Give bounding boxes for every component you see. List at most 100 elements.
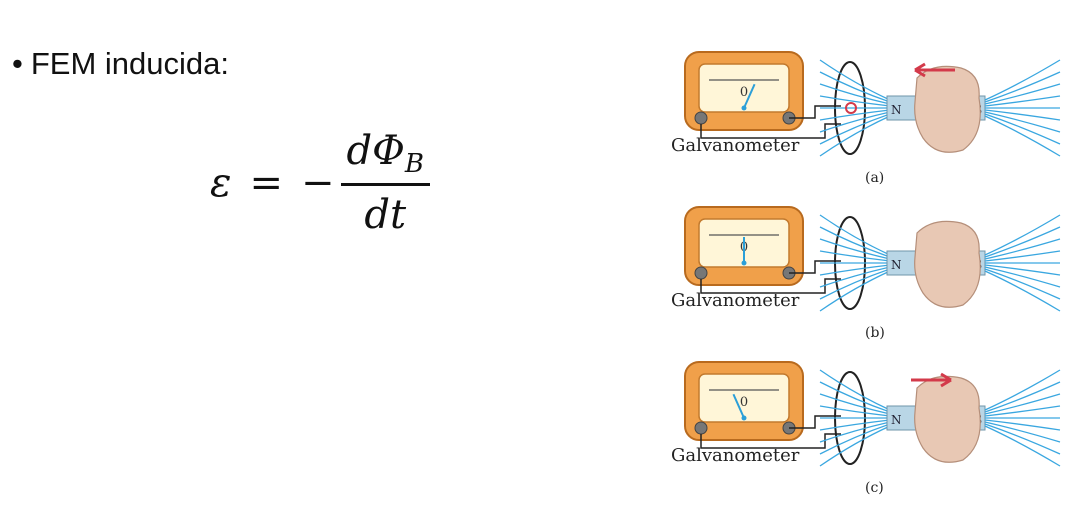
terminal-left [694, 421, 708, 435]
needle-pivot [741, 105, 747, 111]
bullet-text: FEM inducida: [30, 46, 229, 81]
field-line [819, 214, 891, 256]
field-line [984, 111, 1061, 133]
field-line [819, 270, 891, 312]
panel-caption: (c) [865, 480, 884, 496]
field-line [984, 270, 1061, 312]
field-line [984, 71, 1061, 103]
field-line [984, 266, 1061, 288]
field-line [819, 268, 891, 300]
field-line [984, 250, 1061, 262]
magnet-north-label: N [891, 413, 902, 427]
circuit-wire [789, 415, 841, 429]
field-line [819, 419, 891, 431]
circuit-wire [789, 260, 841, 274]
field-line [819, 226, 891, 258]
hand [914, 375, 981, 463]
field-line [984, 226, 1061, 258]
circuit-wire [789, 105, 841, 119]
field-line [819, 421, 891, 443]
formula-emf-symbol: ε [210, 160, 232, 206]
circuit-wire [700, 433, 841, 449]
figure-panel-c: 0NS Galvanometer (c) [665, 348, 1075, 503]
dial-zero-label: 0 [740, 395, 748, 410]
motion-arrow-right [911, 372, 952, 388]
field-line [984, 214, 1061, 256]
field-line [984, 59, 1061, 101]
field-line [984, 109, 1061, 121]
field-line [819, 425, 891, 467]
formula-minus: − [300, 160, 335, 206]
panel-b-illustration: 0NS [684, 206, 1061, 312]
formula-equals: = [249, 160, 283, 206]
magnet-north-label: N [891, 103, 902, 117]
field-line [819, 238, 891, 260]
field-line [984, 419, 1061, 431]
field-line [984, 393, 1061, 415]
galvanometer-dial [698, 63, 790, 113]
field-line [984, 113, 1061, 145]
terminal-left [694, 266, 708, 280]
galvanometer-needle [743, 83, 756, 109]
field-line [819, 59, 891, 101]
figure-panel-a: 0NS Galvanometer (a) [665, 38, 1075, 193]
panel-a-illustration: 0NS [684, 51, 1061, 157]
field-line [984, 423, 1061, 455]
field-line [819, 71, 891, 103]
panel-caption: (b) [865, 325, 885, 341]
field-line [984, 264, 1061, 276]
field-line [984, 238, 1061, 260]
field-line [984, 421, 1061, 443]
field-line [819, 264, 891, 276]
field-line [819, 266, 891, 288]
bullet-item: •FEM inducida: [12, 46, 229, 82]
circuit-wire [700, 123, 841, 139]
field-line [819, 393, 891, 415]
circuit-wire [700, 278, 841, 294]
formula-denominator: dt [364, 192, 407, 238]
hand [914, 220, 981, 308]
field-line [819, 95, 891, 107]
galvanometer-label: Galvanometer [671, 445, 800, 466]
field-line [819, 250, 891, 262]
field-line [984, 95, 1061, 107]
hand [914, 65, 981, 153]
field-line [984, 425, 1061, 467]
induction-figure: 0NS Galvanometer (a) 0NS Galvanometer (b… [665, 38, 1075, 503]
formula-numerator-main: dΦ [346, 128, 405, 174]
fraction-bar [340, 183, 431, 186]
formula-numerator: dΦB [341, 128, 431, 183]
field-line [984, 115, 1061, 157]
field-line [819, 405, 891, 417]
field-line [984, 405, 1061, 417]
field-line [819, 369, 891, 411]
figure-panel-b: 0NS Galvanometer (b) [665, 193, 1075, 348]
field-line [819, 381, 891, 413]
formula-numerator-subscript: B [404, 149, 425, 179]
bullet-dot: • [12, 46, 23, 81]
panel-c-illustration: 0NS [684, 361, 1061, 467]
faraday-formula: ε = − dΦB dt [210, 128, 431, 238]
galvanometer-label: Galvanometer [671, 135, 800, 156]
terminal-left [694, 111, 708, 125]
galvanometer-label: Galvanometer [671, 290, 800, 311]
field-line [819, 115, 891, 157]
magnet-north-label: N [891, 258, 902, 272]
field-line [819, 113, 891, 145]
formula-fraction: dΦB dt [340, 128, 431, 238]
current-indicator [845, 102, 857, 114]
needle-pivot [741, 260, 747, 266]
field-line [984, 268, 1061, 300]
field-line [984, 83, 1061, 105]
galvanometer-needle [732, 393, 745, 419]
panel-caption: (a) [865, 170, 885, 186]
field-line [984, 369, 1061, 411]
field-line [819, 83, 891, 105]
motion-arrow-left [914, 62, 955, 78]
field-line [819, 423, 891, 455]
field-line [984, 381, 1061, 413]
needle-pivot [741, 415, 747, 421]
field-line [819, 109, 891, 121]
dial-zero-label: 0 [740, 85, 748, 100]
field-line [819, 111, 891, 133]
